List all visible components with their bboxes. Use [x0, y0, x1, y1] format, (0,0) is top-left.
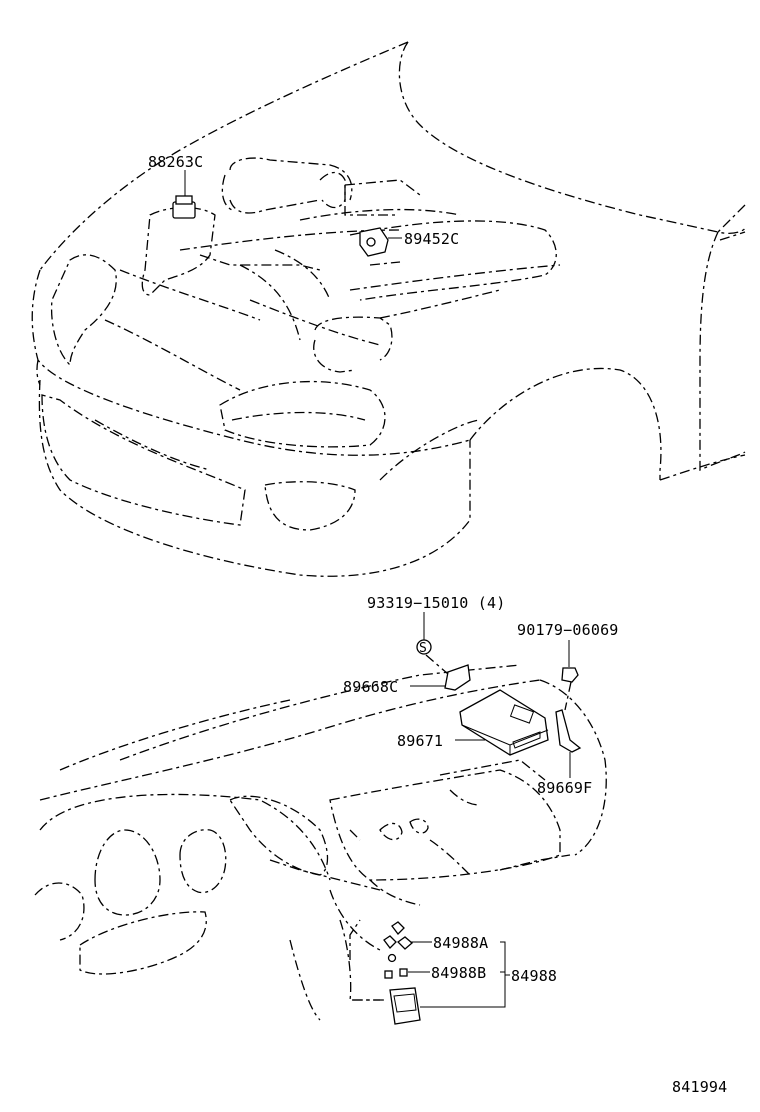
sensor-84988-part — [383, 921, 421, 1025]
label-93319: 93319−15010 (4) — [367, 594, 505, 612]
label-90179: 90179−06069 — [517, 621, 619, 639]
dashed-90179 — [564, 681, 572, 711]
car-front-illustration — [31, 41, 746, 577]
label-88263c: 88263C — [148, 153, 203, 171]
bracket-89668c-part — [444, 664, 471, 691]
ecu-89671-part — [459, 689, 549, 756]
bolt-s-mark: S — [419, 641, 427, 656]
label-89452c: 89452C — [404, 230, 459, 248]
bolt-93319-part: S — [416, 639, 432, 656]
dashed-93319 — [425, 654, 456, 681]
sensor-89452c-part — [359, 227, 389, 257]
nut-90179-part — [561, 667, 579, 683]
label-84988: 84988 — [511, 967, 557, 985]
label-89671: 89671 — [397, 732, 443, 750]
label-89668c: 89668C — [343, 678, 398, 696]
label-89669f: 89669F — [537, 779, 592, 797]
label-84988b: 84988B — [431, 964, 486, 982]
diagram-number: 841994 — [672, 1078, 727, 1096]
bracket-89669f-part — [555, 709, 582, 753]
bracket-84988 — [420, 941, 510, 1008]
label-84988a: 84988A — [433, 934, 488, 952]
dashboard-illustration — [34, 664, 607, 1021]
relay-88263c-part — [172, 195, 196, 219]
